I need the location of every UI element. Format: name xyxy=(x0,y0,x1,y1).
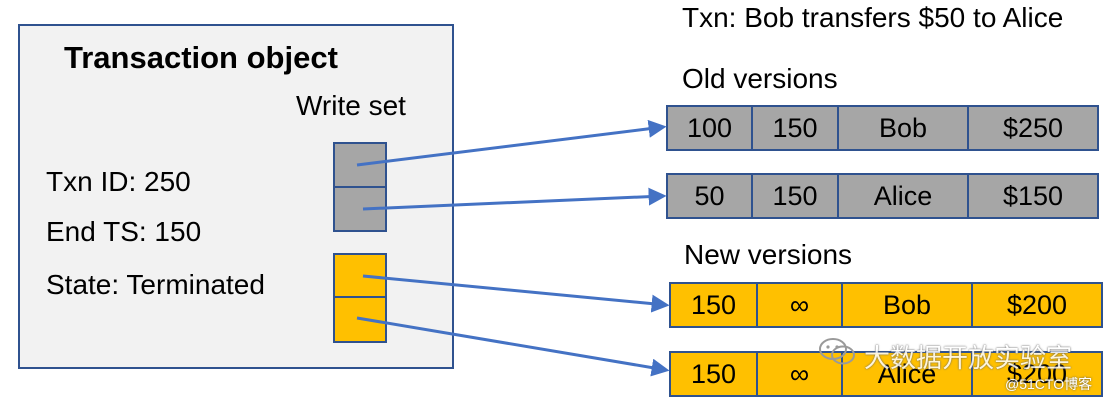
state-text: State: Terminated xyxy=(46,269,265,300)
version-name: Bob xyxy=(837,105,969,151)
wechat-icon xyxy=(818,336,858,366)
write-set-divider xyxy=(335,186,385,188)
arrow-new-bob xyxy=(362,274,670,313)
arrow-old-bob xyxy=(356,119,667,167)
version-name: Alice xyxy=(841,351,973,397)
version-balance: $150 xyxy=(967,173,1099,219)
new-versions-label: New versions xyxy=(684,239,853,270)
diagram-caption: Txn: Bob transfers $50 to Alice xyxy=(682,2,1064,33)
old-version-row-alice: 50 150 Alice $150 xyxy=(666,173,1099,219)
new-version-row-alice: 150 ∞ Alice $200 xyxy=(669,351,1103,397)
version-balance: $200 xyxy=(971,282,1103,328)
version-name: Bob xyxy=(841,282,973,328)
write-set-old-pointers xyxy=(333,142,387,232)
end-ts-text: End TS: 150 xyxy=(46,216,202,247)
arrow-old-alice xyxy=(362,187,667,211)
write-set-divider xyxy=(335,296,385,298)
watermark-text: 大数据开放实验室 xyxy=(864,343,1073,373)
write-set-label: Write set xyxy=(296,90,406,121)
old-versions-label: Old versions xyxy=(682,63,838,94)
version-begin-ts: 100 xyxy=(666,105,753,151)
arrow-new-alice xyxy=(356,316,670,377)
version-end-ts: 150 xyxy=(751,105,839,151)
version-begin-ts: 150 xyxy=(669,282,758,328)
version-balance: $250 xyxy=(967,105,1099,151)
version-end-ts: ∞ xyxy=(756,282,843,328)
watermark-site: @51CTO博客 xyxy=(1005,376,1093,392)
new-version-row-bob: 150 ∞ Bob $200 xyxy=(669,282,1103,328)
txn-id-text: Txn ID: 250 xyxy=(46,166,191,197)
version-balance: $200 xyxy=(971,351,1103,397)
version-name: Alice xyxy=(837,173,969,219)
version-end-ts: 150 xyxy=(751,173,839,219)
version-begin-ts: 50 xyxy=(666,173,753,219)
write-set-new-pointers xyxy=(333,253,387,343)
old-version-row-bob: 100 150 Bob $250 xyxy=(666,105,1099,151)
version-begin-ts: 150 xyxy=(669,351,758,397)
transaction-object-title: Transaction object xyxy=(64,40,338,75)
